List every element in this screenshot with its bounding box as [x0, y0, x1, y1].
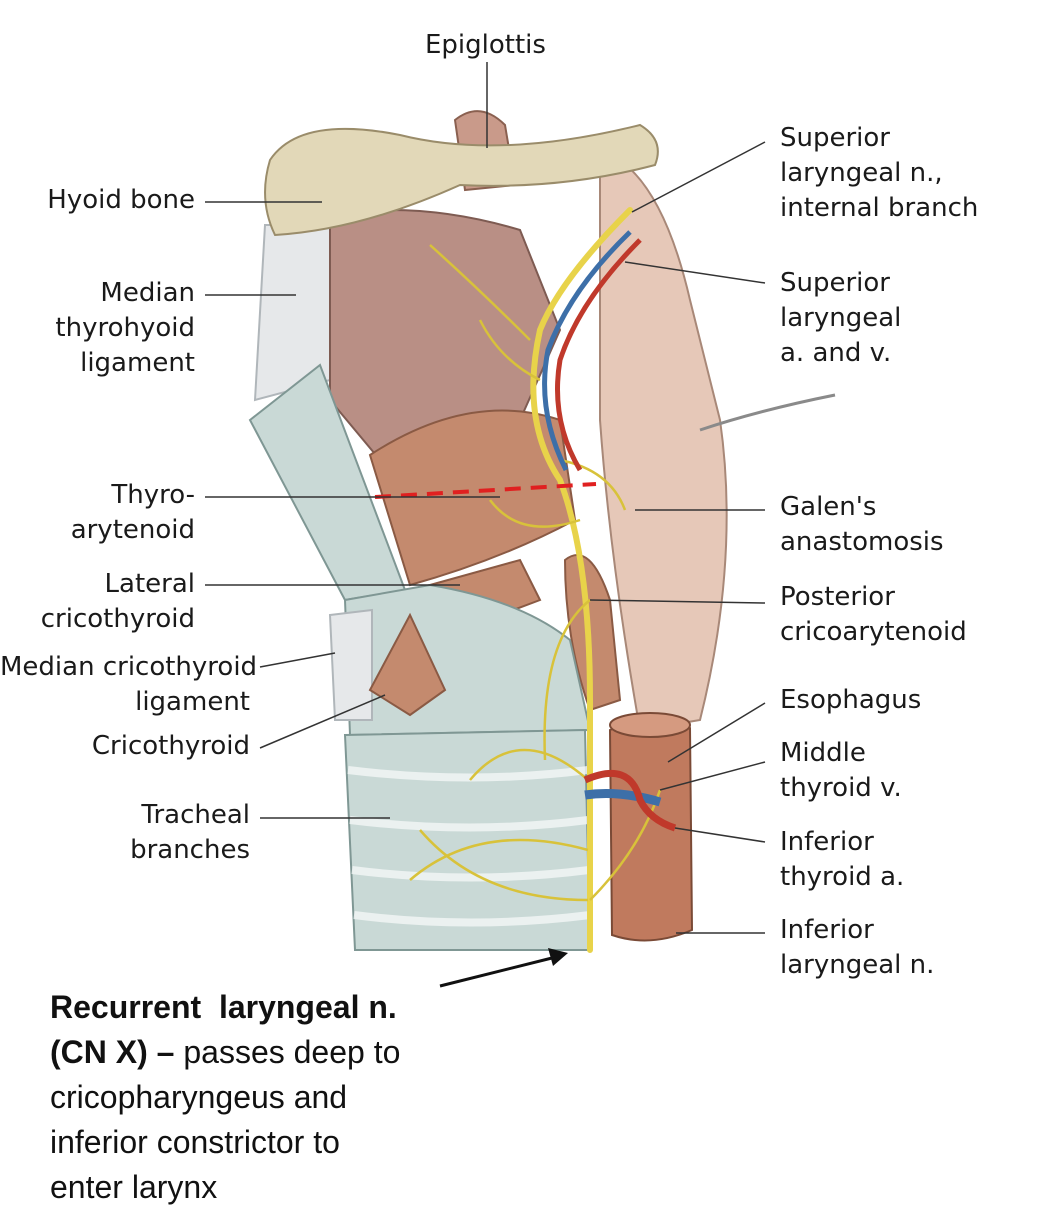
label-hyoid-bone: Hyoid bone	[47, 185, 195, 215]
arrow-line	[439, 954, 561, 988]
caption-rest: passes deep to cricopharyngeus and infer…	[50, 1034, 401, 1205]
leader-lines	[205, 62, 766, 934]
nerve-branches	[409, 244, 662, 902]
label-thyroarytenoid: Thyro- arytenoid	[70, 480, 195, 545]
label-superior-laryngeal-nerve: Superior laryngeal n., internal branch	[780, 123, 979, 223]
label-median-cricothyroid-ligament: Median cricothyroid ligament	[0, 652, 258, 717]
thyroarytenoid-muscle	[368, 409, 577, 587]
caption-bold: Recurrent laryngeal n. (CN X) –	[50, 989, 397, 1070]
label-inferior-laryngeal-nerve: Inferior laryngeal n.	[780, 915, 935, 980]
label-middle-thyroid-vein: Middle thyroid v.	[780, 738, 902, 803]
label-posterior-cricoarytenoid: Posterior cricoarytenoid	[780, 582, 967, 647]
label-epiglottis: Epiglottis	[425, 30, 546, 60]
label-inferior-thyroid-artery: Inferior thyroid a.	[780, 827, 905, 892]
esophagus-opening	[609, 712, 691, 738]
label-superior-laryngeal-vessels: Superior laryngeal a. and v.	[780, 268, 902, 368]
label-galens-anastomosis: Galen's anastomosis	[780, 492, 944, 557]
label-median-thyrohyoid-ligament: Median thyrohyoid ligament	[55, 278, 195, 378]
inferior-thyroid-artery	[583, 769, 677, 832]
superior-laryngeal-vein	[542, 230, 632, 472]
label-lateral-cricothyroid: Lateral cricothyroid	[40, 569, 195, 634]
esophagus-tube	[608, 719, 694, 942]
label-tracheal-branches: Tracheal branches	[130, 800, 250, 865]
tracheal-rings	[347, 766, 591, 927]
median-cricothyroid-ligament-shape	[328, 608, 373, 721]
hyoid-bone-shape	[264, 123, 659, 237]
pharynx-wall	[599, 148, 728, 732]
middle-thyroid-vein	[584, 789, 662, 807]
retractor	[699, 393, 836, 432]
nerves	[530, 207, 633, 953]
cricothyroid-muscle	[368, 612, 447, 717]
label-esophagus: Esophagus	[780, 685, 922, 715]
arrow-head	[548, 948, 568, 966]
superior-laryngeal-artery	[555, 238, 642, 472]
caption: Recurrent laryngeal n. (CN X) – passes d…	[50, 985, 510, 1210]
label-cricothyroid: Cricothyroid	[91, 731, 250, 761]
thyroarytenoid-dashed-line	[374, 482, 597, 499]
